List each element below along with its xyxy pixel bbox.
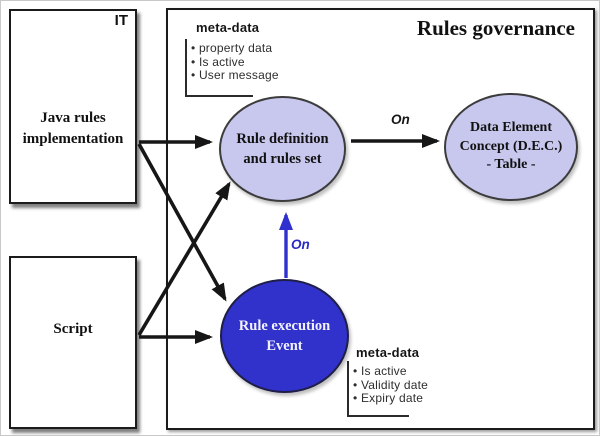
- it-tag: IT: [114, 12, 128, 29]
- rule-definition-line: Rule definition: [236, 131, 329, 147]
- metadata-top-item: Is active: [191, 55, 279, 70]
- dec-line: - Table -: [486, 157, 536, 173]
- metadata-top-item: User message: [191, 68, 279, 83]
- metadata-bottom-item: Is active: [353, 364, 428, 379]
- metadata-bottom-item: Validity date: [353, 378, 428, 393]
- on-label-execution-to-definition: On: [291, 237, 310, 252]
- metadata-top-list: property data Is active User message: [191, 41, 279, 83]
- metadata-top-heading: meta-data: [196, 20, 260, 35]
- script-label: Script: [53, 321, 93, 337]
- dec-line: Concept (D.E.C.): [459, 138, 563, 154]
- metadata-bottom-heading: meta-data: [356, 345, 420, 360]
- metadata-top-item: property data: [191, 41, 279, 56]
- metadata-top-bracket: [185, 39, 253, 97]
- dec-line: Data Element: [469, 120, 553, 136]
- on-label-definition-to-dec: On: [391, 112, 410, 127]
- rule-execution-line: Event: [266, 338, 303, 354]
- metadata-bottom-bracket: [347, 361, 409, 417]
- page-title: Rules governance: [416, 16, 575, 40]
- metadata-bottom-list: Is active Validity date Expiry date: [353, 364, 428, 406]
- metadata-bottom-item: Expiry date: [353, 391, 428, 406]
- rule-execution-event-node: Rule execution Event: [220, 279, 349, 393]
- java-rules-implementation-box: IT Java rules implementation: [9, 9, 137, 204]
- rule-execution-line: Rule execution: [238, 318, 331, 334]
- data-element-concept-node: Data Element Concept (D.E.C.) - Table -: [444, 93, 578, 201]
- script-box: Script: [9, 256, 137, 429]
- rule-definition-line: and rules set: [243, 151, 322, 167]
- rule-definition-node: Rule definition and rules set: [219, 96, 346, 202]
- java-rules-implementation-label: Java rules implementation: [22, 110, 124, 147]
